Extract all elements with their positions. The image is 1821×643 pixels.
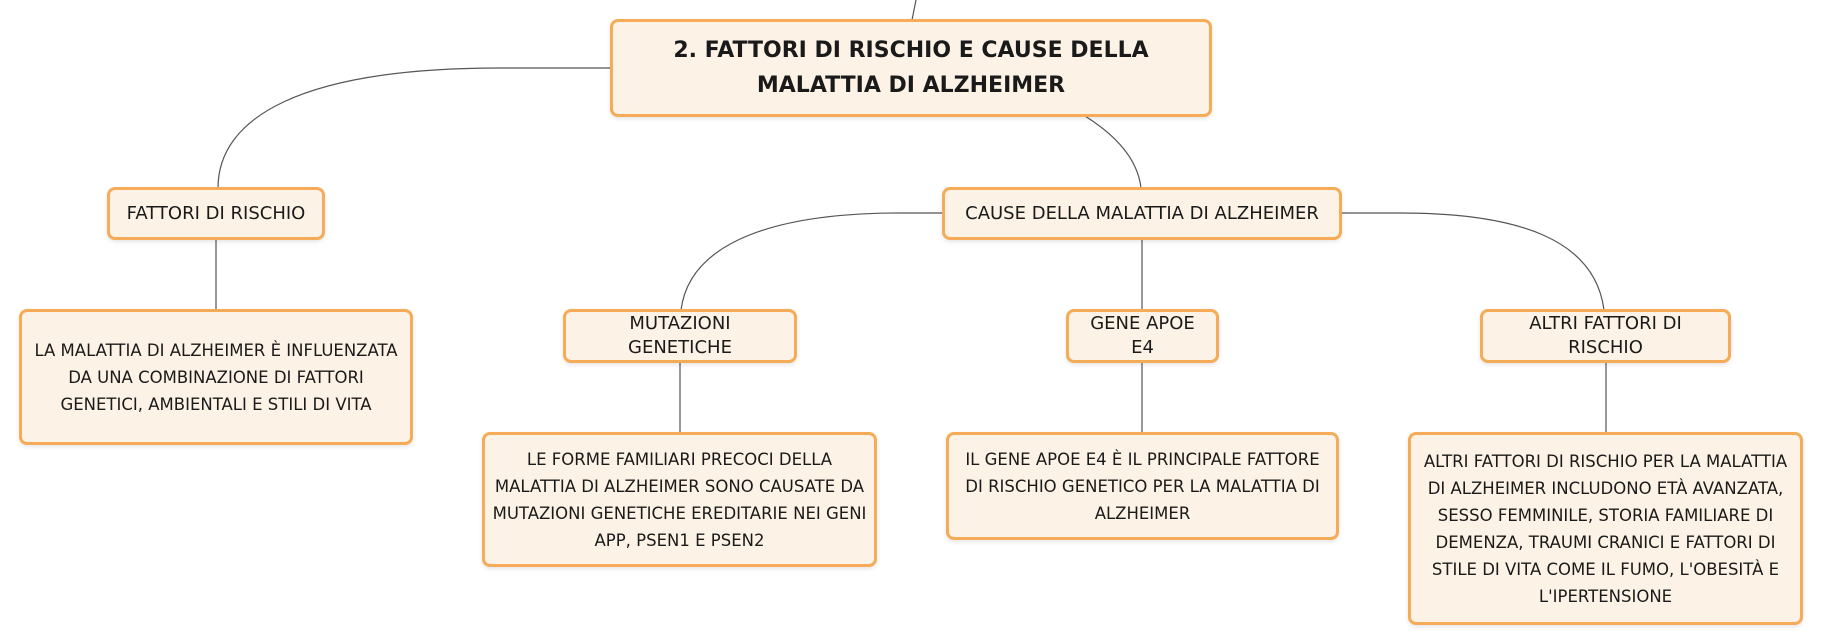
node-gene-apoe-label: GENE APOE Ε4 — [1090, 313, 1195, 358]
node-mutazioni-genetiche-label: MUTAZIONI GENETICHE — [628, 313, 732, 358]
root-node-label: 2. FATTORI DI RISCHIO E CAUSE DELLA MALA… — [673, 38, 1149, 98]
node-cause-malattia[interactable]: CAUSE DELLA MALATTIA DI ALZHEIMER — [942, 187, 1342, 240]
root-node[interactable]: 2. FATTORI DI RISCHIO E CAUSE DELLA MALA… — [610, 19, 1212, 117]
node-altri-fattori[interactable]: ALTRI FATTORI DI RISCHIO — [1480, 309, 1731, 363]
node-influenzata-label: LA MALATTIA DI ALZHEIMER È INFLUENZATA D… — [34, 340, 398, 414]
connector-cause-to-altri — [1342, 212, 1605, 311]
node-influenzata[interactable]: LA MALATTIA DI ALZHEIMER È INFLUENZATA D… — [19, 309, 413, 445]
node-altri-fattori-dettaglio[interactable]: ALTRI FATTORI DI RISCHIO PER LA MALATTIA… — [1408, 432, 1803, 625]
node-altri-fattori-label: ALTRI FATTORI DI RISCHIO — [1529, 313, 1682, 358]
connector-root-to-fattori-di-rischio — [217, 67, 612, 189]
node-fattori-di-rischio[interactable]: FATTORI DI RISCHIO — [107, 187, 325, 240]
node-forme-familiari-label: LE FORME FAMILIARI PRECOCI DELLA MALATTI… — [492, 449, 867, 550]
connector-cause-to-mutazioni — [680, 212, 944, 311]
node-gene-apoe[interactable]: GENE APOE Ε4 — [1066, 309, 1219, 363]
node-forme-familiari[interactable]: LE FORME FAMILIARI PRECOCI DELLA MALATTI… — [482, 432, 877, 567]
node-mutazioni-genetiche[interactable]: MUTAZIONI GENETICHE — [563, 309, 797, 363]
connector-from-parent — [911, 0, 917, 21]
node-altri-fattori-dettaglio-label: ALTRI FATTORI DI RISCHIO PER LA MALATTIA… — [1423, 451, 1788, 606]
node-gene-apoe-principale[interactable]: IL GENE APOE Ε4 È IL PRINCIPALE FATTORE … — [946, 432, 1339, 540]
node-gene-apoe-principale-label: IL GENE APOE Ε4 È IL PRINCIPALE FATTORE … — [965, 449, 1320, 523]
node-fattori-di-rischio-label: FATTORI DI RISCHIO — [126, 202, 306, 224]
node-cause-malattia-label: CAUSE DELLA MALATTIA DI ALZHEIMER — [965, 202, 1319, 224]
connector-root-to-cause — [1084, 115, 1142, 189]
